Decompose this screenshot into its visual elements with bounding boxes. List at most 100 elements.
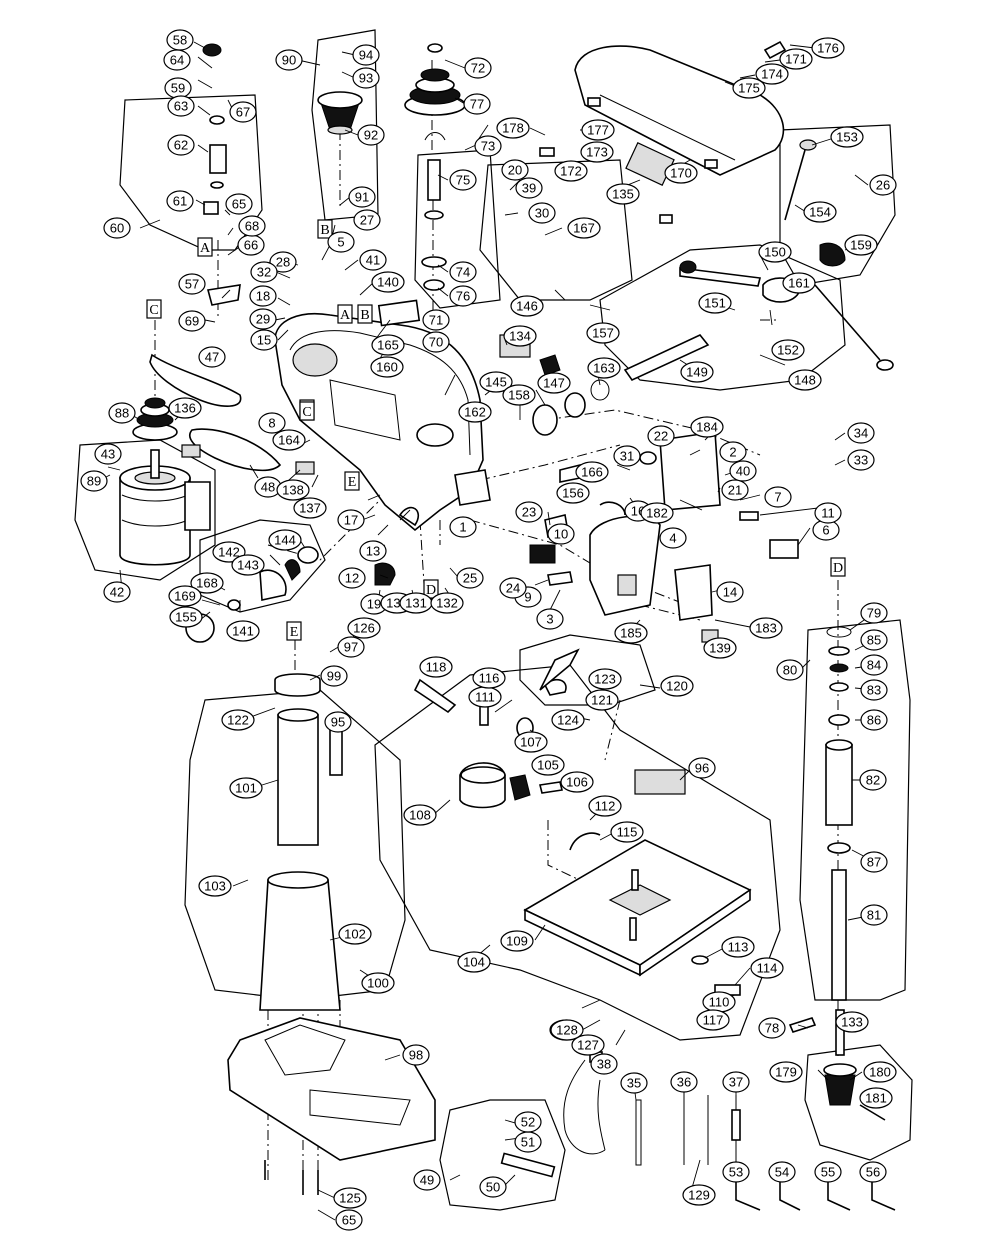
part-callout-118: 118	[419, 656, 453, 678]
part-number: 82	[866, 773, 880, 788]
part-callout-105: 105	[531, 754, 565, 776]
part-number: 36	[677, 1075, 691, 1090]
part-number: 70	[429, 335, 443, 350]
part-number: 8	[268, 416, 275, 431]
motor-pulley	[132, 397, 178, 441]
part-number: 31	[620, 449, 634, 464]
part-number: 120	[666, 679, 688, 694]
head-casting	[274, 299, 491, 532]
part-callout-148: 148	[788, 369, 822, 391]
part-callout-108: 108	[403, 804, 437, 826]
part-number: 146	[516, 299, 538, 314]
part-callout-74: 74	[449, 261, 477, 283]
part-number: 96	[695, 761, 709, 776]
part-callout-162: 162	[458, 401, 492, 423]
part-callout-122: 122	[221, 709, 255, 731]
part-callout-13: 13	[359, 540, 387, 562]
part-number: 142	[218, 545, 240, 560]
part-number: 11	[821, 506, 835, 521]
part-callout-54: 54	[768, 1161, 796, 1183]
part-callout-107: 107	[514, 731, 548, 753]
part-callout-32: 32	[250, 261, 278, 283]
part-number: 4	[669, 531, 676, 546]
part-callout-7: 7	[764, 486, 792, 508]
part-callout-27: 27	[353, 209, 381, 231]
part-number: 69	[185, 314, 199, 329]
part-number: 19	[367, 597, 381, 612]
part-number: 73	[481, 139, 495, 154]
part-number: 117	[703, 1013, 724, 1028]
part-number: 132	[436, 596, 458, 611]
part-callout-48: 48	[254, 476, 282, 498]
part-callout-172: 172	[554, 160, 588, 182]
spindle-quill	[823, 626, 857, 1106]
part-number: 102	[344, 927, 366, 942]
part-callout-174: 174	[755, 63, 789, 85]
part-number: 166	[581, 465, 603, 480]
part-callout-1: 1	[449, 516, 477, 538]
belts	[149, 353, 282, 472]
part-callout-81: 81	[860, 904, 888, 926]
part-callout-115: 115	[610, 821, 644, 843]
part-number: 152	[777, 343, 799, 358]
part-callout-62: 62	[167, 134, 195, 156]
part-callout-61: 61	[166, 190, 194, 212]
part-number: 7	[774, 490, 781, 505]
part-number: 67	[236, 105, 250, 120]
part-callout-113: 113	[721, 936, 755, 958]
part-number: 123	[594, 672, 616, 687]
part-number: 160	[376, 360, 398, 375]
part-callout-117: 117	[696, 1009, 730, 1031]
part-callout-30: 30	[528, 202, 556, 224]
part-number: 14	[723, 585, 737, 600]
part-number: 59	[171, 81, 185, 96]
center-pulley	[317, 91, 363, 135]
svg-text:B: B	[320, 223, 329, 238]
part-number: 40	[736, 464, 750, 479]
part-callout-129: 129	[682, 1184, 716, 1206]
letter-mark: C	[299, 401, 315, 421]
part-callout-170: 170	[664, 162, 698, 184]
part-callout-21: 21	[721, 479, 749, 501]
part-callout-154: 154	[803, 201, 837, 223]
part-callout-68: 68	[238, 215, 266, 237]
part-callout-16: 16	[624, 500, 652, 522]
part-callout-97: 97	[337, 636, 365, 658]
part-callout-26: 26	[869, 174, 897, 196]
part-callout-34: 34	[847, 422, 875, 444]
part-callout-56: 56	[859, 1161, 887, 1183]
part-number: 27	[360, 213, 374, 228]
group-100-outline	[184, 689, 406, 1001]
part-callout-86: 86	[860, 709, 888, 731]
svg-text:D: D	[833, 561, 843, 576]
part-number: 94	[359, 48, 373, 63]
part-number: 150	[764, 245, 786, 260]
part-callout-5: 5	[327, 231, 355, 253]
part-callout-20: 20	[501, 159, 529, 181]
svg-text:B: B	[360, 308, 369, 323]
part-callout-24: 24	[499, 577, 527, 599]
motor-assembly	[119, 449, 211, 566]
part-number: 88	[115, 406, 129, 421]
group-141-outline	[199, 519, 326, 613]
part-callout-94: 94	[352, 44, 380, 66]
part-callout-42: 42	[103, 581, 131, 603]
group-80-outline	[799, 619, 911, 1001]
part-number: 80	[783, 663, 797, 678]
part-callout-153: 153	[830, 126, 864, 148]
misc-small-parts	[181, 40, 896, 1211]
part-number: 28	[276, 255, 290, 270]
part-callout-151: 151	[698, 292, 732, 314]
part-number: 108	[409, 808, 431, 823]
part-callout-127: 127	[571, 1034, 605, 1056]
part-number: 180	[869, 1065, 891, 1080]
part-callout-55: 55	[814, 1161, 842, 1183]
part-number: 124	[557, 713, 579, 728]
part-callout-60: 60	[103, 217, 131, 239]
svg-text:E: E	[290, 625, 299, 640]
part-number: 68	[245, 219, 259, 234]
part-callout-72: 72	[464, 57, 492, 79]
part-number: 107	[520, 735, 542, 750]
part-number: 34	[854, 426, 868, 441]
part-number: 56	[866, 1165, 880, 1180]
